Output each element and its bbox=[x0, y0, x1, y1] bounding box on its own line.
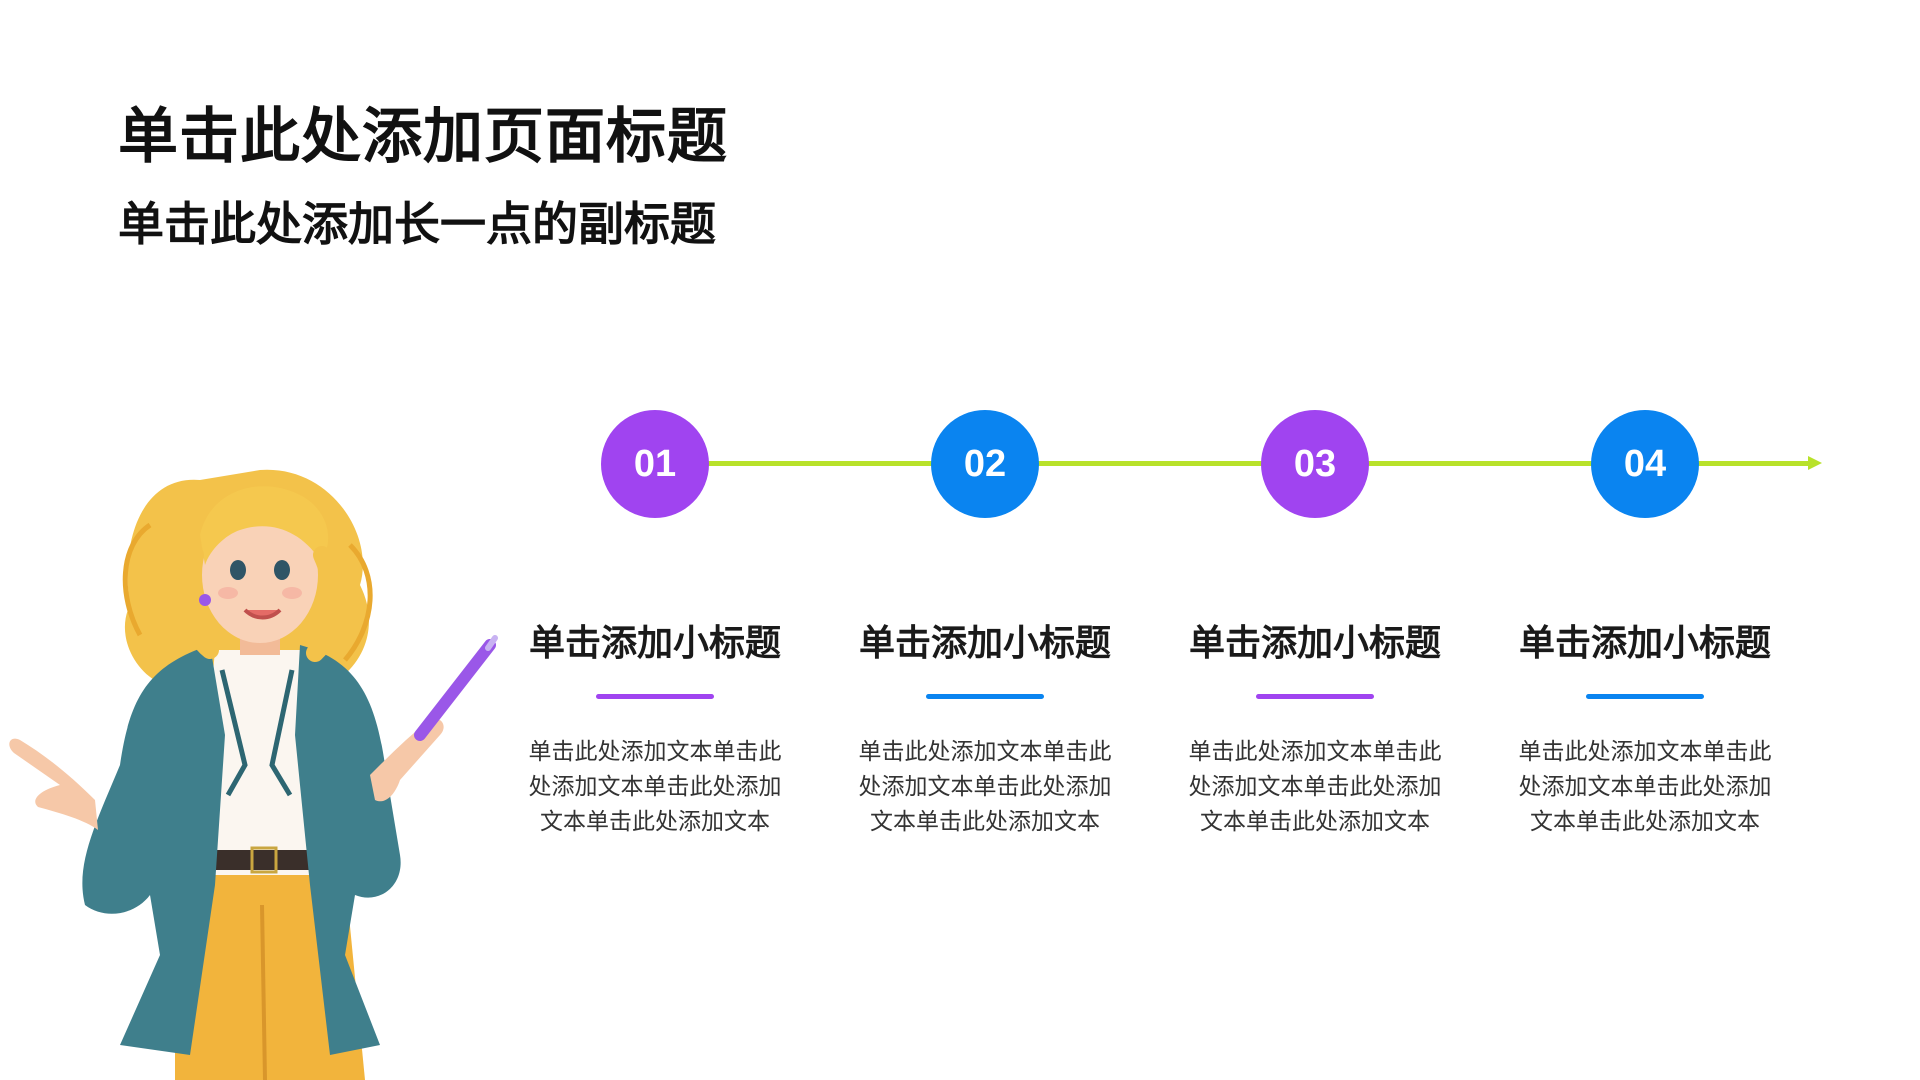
step-1-text[interactable]: 单击此处添加文本单击此处添加文本单击此处添加文本单击此处添加文本 bbox=[528, 739, 782, 835]
woman-holding-pen-illustration bbox=[9, 469, 498, 1080]
step-2-title[interactable]: 单击添加小标题 bbox=[858, 623, 1111, 664]
page-subtitle[interactable]: 单击此处添加长一点的副标题 bbox=[118, 197, 716, 251]
step-1-underline bbox=[596, 694, 714, 699]
step-2-text[interactable]: 单击此处添加文本单击此处添加文本单击此处添加文本单击此处添加文本 bbox=[858, 739, 1112, 835]
page-title[interactable]: 单击此处添加页面标题 bbox=[118, 102, 728, 172]
step-3-title[interactable]: 单击添加小标题 bbox=[1188, 623, 1441, 664]
step-4-underline bbox=[1586, 694, 1704, 699]
step-1-number-circle[interactable]: 01 bbox=[601, 410, 709, 518]
step-4: 04 单击添加小标题 单击此处添加文本单击此处添加文本单击此处添加文本单击此处添… bbox=[1495, 410, 1795, 840]
timeline-line bbox=[655, 461, 1810, 466]
step-4-title[interactable]: 单击添加小标题 bbox=[1518, 623, 1771, 664]
step-2-underline bbox=[926, 694, 1044, 699]
step-3-text[interactable]: 单击此处添加文本单击此处添加文本单击此处添加文本单击此处添加文本 bbox=[1188, 739, 1442, 835]
step-1-title[interactable]: 单击添加小标题 bbox=[528, 623, 781, 664]
timeline-arrow-icon bbox=[1808, 456, 1822, 470]
step-4-number-circle[interactable]: 04 bbox=[1591, 410, 1699, 518]
step-3: 03 单击添加小标题 单击此处添加文本单击此处添加文本单击此处添加文本单击此处添… bbox=[1165, 410, 1465, 840]
step-2-number-circle[interactable]: 02 bbox=[931, 410, 1039, 518]
step-3-underline bbox=[1256, 694, 1374, 699]
step-2: 02 单击添加小标题 单击此处添加文本单击此处添加文本单击此处添加文本单击此处添… bbox=[835, 410, 1135, 840]
step-3-number-circle[interactable]: 03 bbox=[1261, 410, 1369, 518]
step-4-text[interactable]: 单击此处添加文本单击此处添加文本单击此处添加文本单击此处添加文本 bbox=[1518, 739, 1772, 835]
step-1: 01 单击添加小标题 单击此处添加文本单击此处添加文本单击此处添加文本单击此处添… bbox=[505, 410, 805, 840]
